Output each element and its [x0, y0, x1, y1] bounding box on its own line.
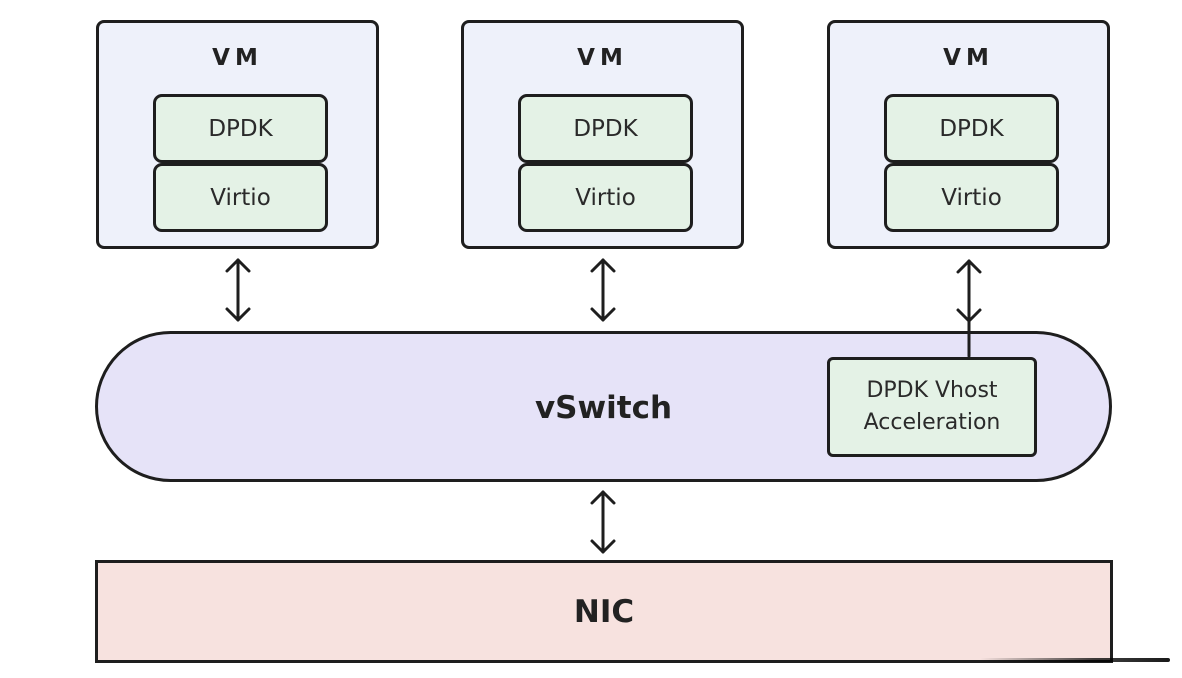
virtio-module: Virtio	[518, 163, 693, 232]
virtio-module: Virtio	[884, 163, 1059, 232]
virtio-module: Virtio	[153, 163, 328, 232]
bidirectional-arrow-vm3-vhost	[956, 259, 982, 358]
nic-box: NIC	[95, 560, 1113, 663]
dpdk-module: DPDK	[518, 94, 693, 163]
bidirectional-arrow-vswitch-nic	[590, 490, 616, 554]
vm-title: VM	[212, 45, 263, 71]
dpdk-vhost-acceleration-box: DPDK Vhost Acceleration	[827, 357, 1037, 457]
dpdk-module: DPDK	[884, 94, 1059, 163]
dpdk-module: DPDK	[153, 94, 328, 163]
vm-box-3: VM DPDK Virtio	[827, 20, 1110, 249]
vm-title: VM	[943, 45, 994, 71]
nic-shadow-stroke	[980, 658, 1170, 662]
vm-box-2: VM DPDK Virtio	[461, 20, 744, 249]
vm-title: VM	[577, 45, 628, 71]
vm-box-1: VM DPDK Virtio	[96, 20, 379, 249]
bidirectional-arrow-vm1-vswitch	[225, 258, 251, 322]
vswitch-label: vSwitch	[534, 390, 673, 426]
bidirectional-arrow-vm2-vswitch	[590, 258, 616, 322]
